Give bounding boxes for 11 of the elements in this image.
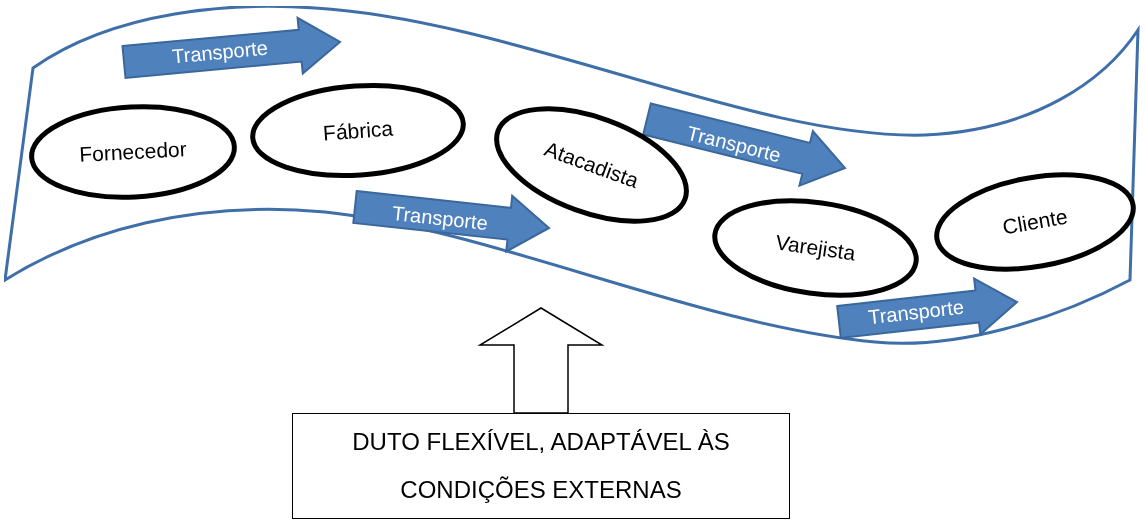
- block-arrow: [836, 276, 1019, 339]
- hollow-arrow: [477, 307, 605, 414]
- edge-label: Transporte: [391, 200, 489, 235]
- block-arrow: [642, 102, 847, 188]
- block-arrow: [121, 16, 342, 79]
- ellipse-node: Cliente: [931, 169, 1139, 275]
- block-arrow: [352, 190, 551, 254]
- text-box: DUTO FLEXÍVEL, ADAPTÁVEL ÀS CONDIÇÕES EXTERNAS: [292, 413, 790, 519]
- ellipse-node: Fornecedor: [26, 101, 240, 203]
- edge-label: Transporte: [171, 35, 269, 69]
- edge-label: Transporte: [867, 294, 965, 330]
